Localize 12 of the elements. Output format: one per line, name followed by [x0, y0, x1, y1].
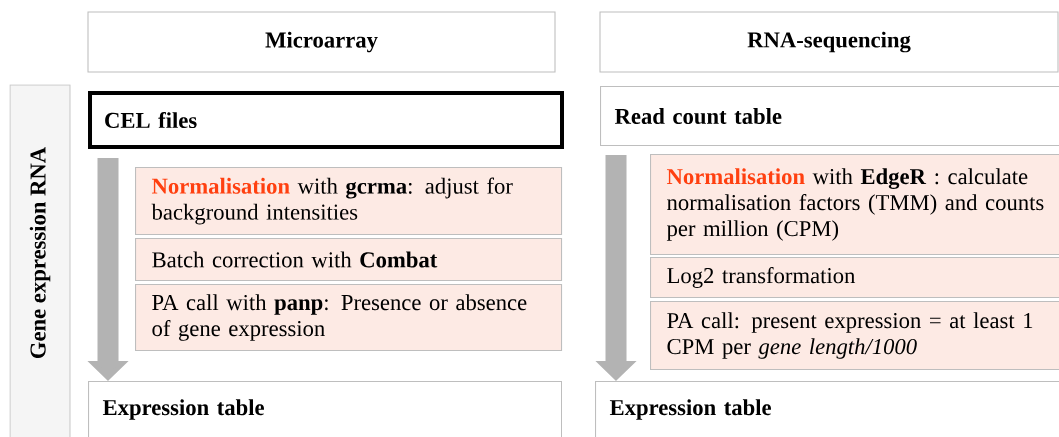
output-box: Read count table — [600, 86, 1059, 147]
output-box: Expression table — [595, 381, 1059, 437]
column-header: Microarray — [87, 11, 556, 73]
process-box: Batch correction with Combat — [135, 238, 563, 282]
output-box: Expression table — [88, 381, 563, 437]
process-box: Log2 transformation — [650, 257, 1059, 299]
process-box: PA call: present expression = at least 1 CPM per gene length/1000 — [650, 301, 1059, 371]
side-band: Gene expression RNA — [9, 84, 71, 437]
column-header: RNA-sequencing — [599, 11, 1059, 73]
input-box: CEL files — [88, 91, 564, 149]
process-box: PA call with panp: Presence or absence of gene expression — [135, 284, 563, 352]
process-box: Normalisation with gcrma: adjust for background intensities — [135, 167, 563, 236]
